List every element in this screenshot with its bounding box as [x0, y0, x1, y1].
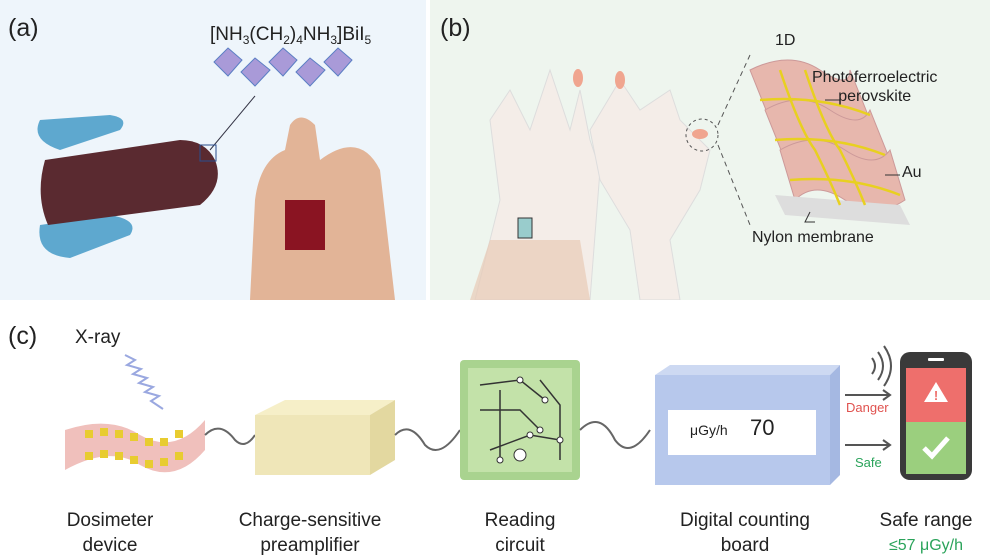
formula-part: NH	[302, 24, 331, 45]
phone: !	[900, 352, 972, 480]
dimension-label: 1D	[775, 32, 796, 49]
glove-finger-top	[37, 115, 124, 150]
xray-label: X-ray	[75, 327, 121, 348]
panel-a-label: (a)	[8, 14, 39, 42]
perovskite-label: Photoferroelectric perovskite	[812, 68, 937, 106]
perovskite-label-line2: perovskite	[838, 88, 912, 105]
digital-counting-board	[655, 365, 840, 485]
glove-finger-bottom	[39, 215, 133, 258]
caption-line: Dosimeter	[66, 510, 154, 531]
display-screen	[668, 410, 816, 455]
caption-line: circuit	[495, 535, 545, 556]
reading-unit: μGy/h	[690, 422, 728, 438]
device-on-finger	[285, 200, 325, 250]
perovskite-label-line1: Photoferroelectric	[812, 69, 938, 86]
caption-line: device	[82, 535, 138, 556]
nylon-membrane-label: Nylon membrane	[752, 229, 874, 246]
caption-line: board	[720, 535, 770, 556]
formula-part: 2	[283, 33, 290, 47]
glove-illustration	[470, 54, 910, 300]
svg-text:!: !	[934, 388, 938, 403]
caption-line: Reading	[484, 510, 556, 531]
wrist-module	[517, 217, 533, 239]
caption-reading: Reading circuit	[460, 508, 580, 558]
panel-a: (a) [NH3(CH2)4NH3]BiI5	[0, 0, 426, 300]
xray-wave	[124, 354, 164, 410]
panel-c-label: (c)	[8, 322, 38, 350]
caption-line: Charge-sensitive	[238, 510, 382, 531]
safe-label: Safe	[855, 455, 882, 470]
caption-line: preamplifier	[260, 535, 360, 556]
formula-part: 3	[242, 33, 250, 47]
caption-safe-range: Safe range ≤57 μGy/h	[862, 508, 990, 558]
reading-value: 70	[750, 415, 775, 440]
perovskite-stack	[749, 59, 906, 211]
safe-range-value: ≤57 μGy/h	[888, 537, 964, 554]
wireless-icon	[871, 345, 892, 387]
detector-film	[40, 140, 218, 225]
danger-label: Danger	[846, 400, 889, 415]
octahedra-chain	[213, 47, 353, 87]
formula-part: 4	[296, 33, 303, 47]
chemical-formula: [NH3(CH2)4NH3]BiI5	[210, 24, 371, 47]
au-label: Au	[902, 164, 922, 181]
formula-part: (CH	[249, 24, 284, 45]
formula-part: 3	[330, 33, 338, 47]
preamplifier-box	[255, 400, 395, 475]
dosimeter-device	[65, 420, 205, 473]
arrows	[845, 389, 892, 451]
warning-icon	[924, 382, 948, 402]
check-icon	[922, 436, 950, 460]
reading-circuit-board	[460, 360, 580, 480]
caption-board: Digital counting board	[650, 508, 840, 558]
photo-flexible-detector	[37, 47, 395, 300]
formula-part: ]BiI	[337, 24, 365, 45]
nylon-membrane	[775, 195, 910, 225]
formula-part: )	[289, 24, 297, 45]
pipeline-diagram: !	[65, 345, 972, 485]
panel-b: (b) 1D Photoferroelectric perovskite Au …	[430, 0, 990, 300]
caption-line: Safe range	[879, 510, 973, 531]
formula-part: [NH	[210, 24, 243, 45]
dosimeter-pixels	[85, 428, 183, 468]
caption-line: Digital counting	[680, 510, 810, 531]
caption-preamp: Charge-sensitive preamplifier	[215, 508, 405, 558]
panel-b-label: (b)	[440, 14, 471, 42]
arrow	[209, 95, 256, 151]
formula-part: 5	[364, 33, 372, 47]
caption-dosimeter: Dosimeter device	[40, 508, 180, 558]
au-electrodes	[759, 69, 901, 206]
